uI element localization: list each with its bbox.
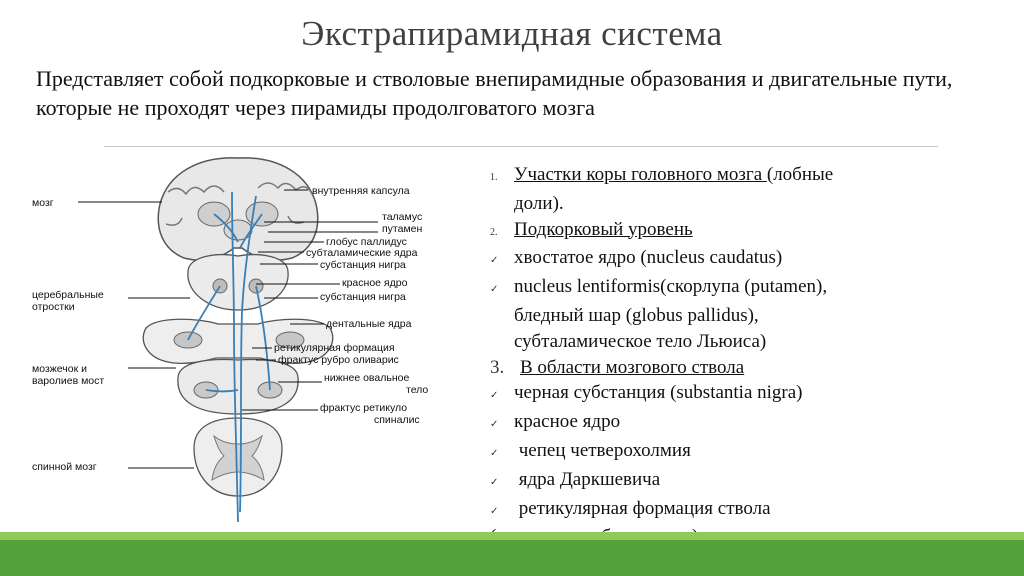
extrapyramidal-diagram-svg: мозг церебральные отростки мозжечок и ва… — [32, 157, 428, 523]
label-putamen: путамен — [382, 223, 423, 235]
check-icon: ✓ — [490, 476, 499, 488]
intro-text: Представляет собой подкорковые и стволов… — [36, 66, 953, 120]
label-thalamus: таламус — [382, 211, 422, 223]
left-leaders — [78, 201, 194, 469]
footer-band-dark — [0, 540, 1024, 576]
check-icon: ✓ — [490, 255, 499, 267]
midbrain-section — [187, 253, 289, 311]
list-continuation: доли). — [514, 192, 564, 214]
check-icon: ✓ — [490, 419, 499, 431]
list-item: ✓ ретикулярная формация ствола — [490, 496, 880, 525]
spinal-grey-matter — [211, 434, 265, 481]
label-retspin-2: спиналис — [374, 414, 420, 426]
label-olive-1: нижнее овальное — [324, 372, 409, 384]
list-number: 2. — [490, 226, 498, 238]
label-olive-2: тело — [406, 384, 428, 396]
list-number: 3. — [490, 356, 505, 378]
check-icon: ✓ — [490, 284, 499, 296]
list-item: 3. В области мозгового ствола — [490, 355, 880, 381]
cerebellum-section — [142, 318, 334, 364]
list-item: ✓ хвостатое ядро (nucleus caudatus) — [490, 245, 880, 274]
label-peduncles-1: церебральные — [32, 289, 104, 301]
right-labels: внутренняя капсула таламус путамен глобу… — [274, 185, 428, 426]
brain-section — [157, 157, 319, 261]
label-nigra-1: субстанция нигра — [320, 259, 406, 271]
label-red-nucleus: красное ядро — [342, 277, 408, 289]
slide-title: Экстрапирамидная система — [301, 14, 723, 53]
label-reticular: ретикулярная формация — [274, 342, 395, 354]
list-item: ✓ красное ядро — [490, 409, 880, 438]
label-cerebellum-2: варолиев мост — [32, 375, 104, 387]
label-spinal: спинной мозг — [32, 461, 97, 473]
list-number: 1. — [490, 172, 498, 183]
cortex-gyri — [165, 182, 313, 226]
label-peduncles-2: отростки — [32, 301, 75, 313]
list-item: ✓ черная субстанция (substantia nigra) — [490, 380, 880, 409]
right-leaders — [242, 189, 378, 411]
label-rubro: фрактус рубро оливарис — [278, 354, 399, 366]
label-retspin-1: фрактус ретикуло — [320, 402, 407, 414]
list-text: чепец четверохолмия — [514, 439, 691, 461]
list-continuation: бледный шар (globus pallidus), — [514, 304, 759, 326]
list-text: ретикулярная формация ствола — [514, 497, 771, 519]
label-dentate: дентальные ядра — [326, 318, 412, 330]
label-nigra-2: субстанция нигра — [320, 291, 406, 303]
thalamus-shape — [223, 219, 253, 241]
list-heading: Подкорковый уровень — [514, 218, 693, 240]
footer-band-light — [0, 532, 1024, 540]
label-subthalamic: субталамические ядра — [306, 247, 418, 259]
list-text: (лобные — [766, 164, 834, 185]
list-item: 2. Подкорковый уровень — [490, 217, 880, 246]
label-capsule: внутренняя капсула — [312, 185, 410, 197]
list-text: nucleus lentiformis(скорлупа (putamen), — [514, 276, 828, 298]
check-icon: ✓ — [490, 447, 499, 459]
label-brain: мозг — [32, 197, 54, 209]
label-pallidus: глобус паллидус — [326, 236, 407, 248]
list-heading: В области мозгового ствола — [520, 356, 745, 378]
dentate-right — [275, 331, 305, 349]
check-icon: ✓ — [490, 505, 499, 517]
list-text: хвостатое ядро (nucleus caudatus) — [514, 247, 783, 269]
list-text: красное ядро — [514, 411, 621, 433]
list-text: ядра Даркшевича — [514, 468, 661, 490]
motor-pathways — [187, 191, 271, 523]
check-icon: ✓ — [490, 390, 499, 402]
list-text: черная субстанция (substantia nigra) — [514, 382, 803, 404]
list-item: ✓ ядра Даркшевича — [490, 467, 880, 496]
list-item: ✓ чепец четверохолмия — [490, 438, 880, 467]
list-heading: Участки коры головного мозга — [514, 164, 767, 185]
label-cerebellum-1: мозжечок и — [32, 363, 87, 375]
list-continuation: субталамическое тело Льюиса) — [514, 330, 767, 352]
structures-list: 1. Участки коры головного мозга (лобные … — [490, 162, 880, 550]
list-item: ✓ nucleus lentiformis(скорлупа (putamen)… — [490, 274, 880, 303]
divider — [104, 146, 938, 147]
brain-diagram: мозг церебральные отростки мозжечок и ва… — [28, 152, 448, 524]
list-item: 1. Участки коры головного мозга (лобные — [490, 162, 880, 191]
